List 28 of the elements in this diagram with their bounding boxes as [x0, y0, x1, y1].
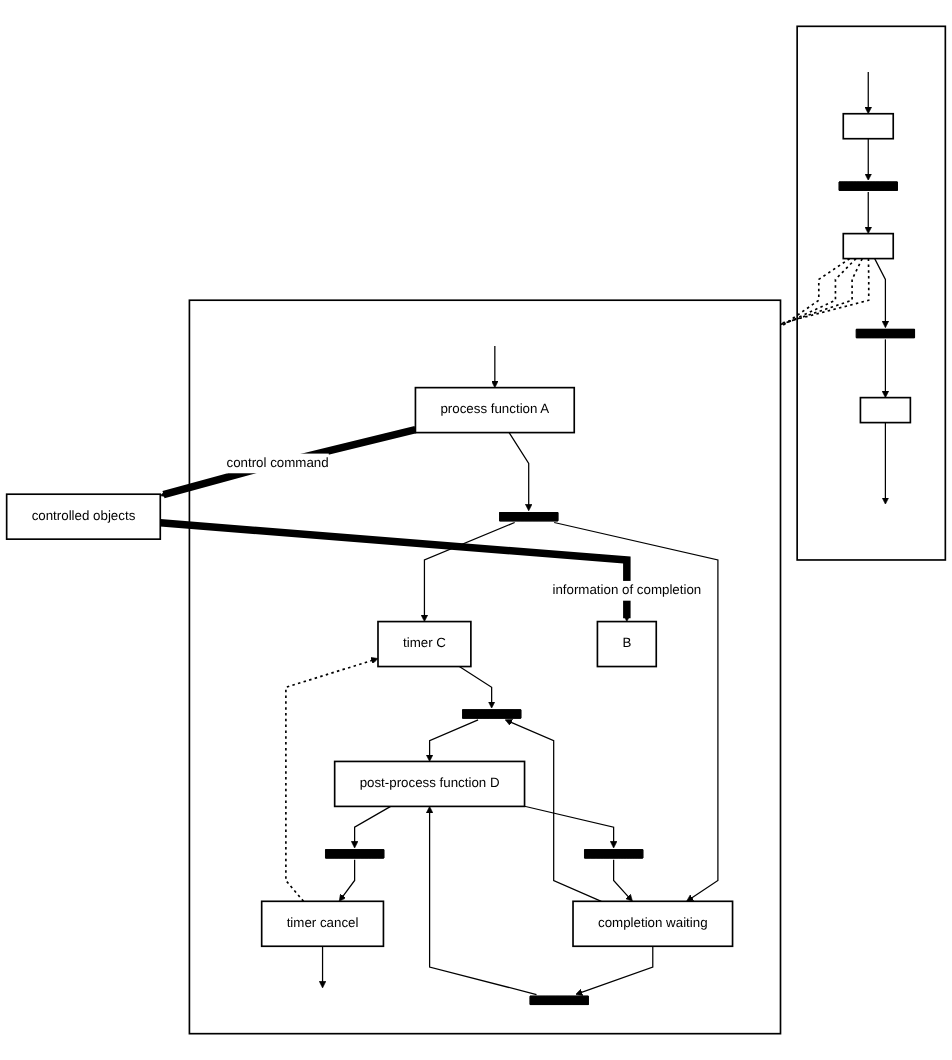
arrow [864, 71, 872, 115]
arrow [350, 805, 392, 849]
arrow [425, 806, 538, 996]
arrow [425, 719, 479, 762]
node-box [842, 232, 895, 260]
arrow [508, 431, 533, 512]
arrow [160, 519, 631, 622]
arrow [881, 421, 890, 505]
arrow [159, 425, 417, 499]
arrow [491, 345, 499, 388]
arrow [504, 719, 602, 902]
arrow [575, 945, 654, 996]
cluster [188, 299, 782, 1035]
arrow [864, 138, 872, 181]
cluster [796, 25, 947, 561]
arrow [523, 805, 618, 849]
arrow [553, 521, 719, 902]
node-box [859, 396, 912, 424]
arrow [864, 191, 872, 234]
arrow [338, 859, 356, 902]
arrow [318, 945, 327, 989]
arrow [420, 521, 516, 622]
node-box [842, 112, 895, 140]
arrow [613, 859, 633, 902]
arrow [285, 657, 379, 903]
arrow [458, 665, 496, 709]
arrow [881, 338, 890, 398]
arrow [874, 257, 890, 329]
